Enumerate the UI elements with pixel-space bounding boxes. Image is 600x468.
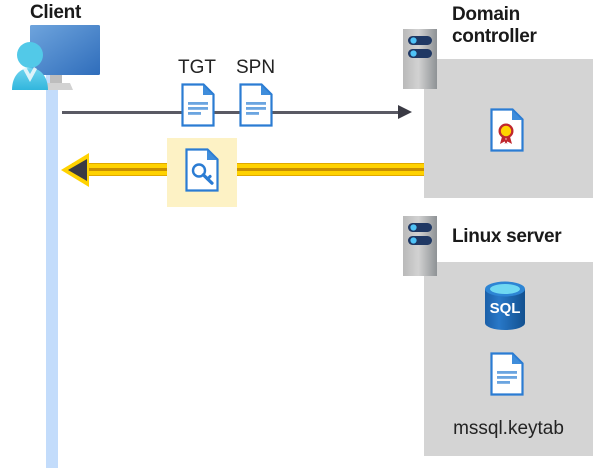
domain-controller-server-icon bbox=[403, 29, 437, 89]
tgt-label: TGT bbox=[178, 57, 216, 78]
request-arrow-line bbox=[62, 111, 402, 114]
spn-label: SPN bbox=[236, 57, 276, 78]
key-document-icon bbox=[185, 148, 219, 192]
client-workstation-icon bbox=[8, 22, 104, 92]
spn-document-icon bbox=[239, 83, 273, 127]
tgt-document-icon bbox=[181, 83, 215, 127]
domain-controller-title: Domain controller bbox=[452, 4, 537, 47]
client-title: Client bbox=[30, 2, 81, 23]
client-lifeline-bar bbox=[46, 62, 58, 468]
request-arrow-head bbox=[398, 105, 412, 119]
linux-server-icon bbox=[403, 216, 437, 276]
sql-database-icon: SQL bbox=[483, 280, 527, 332]
keytab-filename-label: mssql.keytab bbox=[453, 418, 564, 439]
linux-server-title: Linux server bbox=[452, 226, 562, 247]
certificate-document-icon bbox=[490, 108, 524, 152]
response-arrow-line bbox=[72, 163, 424, 176]
keytab-document-icon bbox=[490, 352, 524, 396]
response-arrow-head bbox=[60, 152, 90, 188]
svg-text:SQL: SQL bbox=[490, 300, 521, 317]
